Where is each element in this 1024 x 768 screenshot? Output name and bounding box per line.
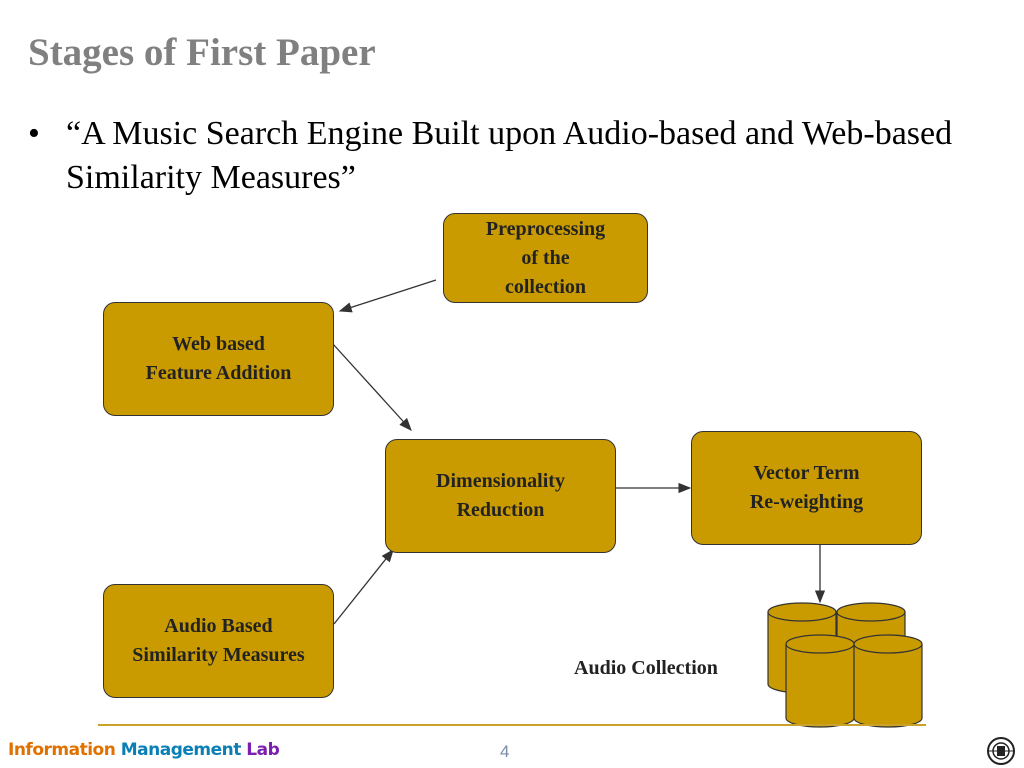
audio-collection-cylinders [767,602,923,728]
lab-word-3: Lab [246,740,280,760]
box-preprocessing: Preprocessing of the collection [443,213,648,303]
page-number: 4 [500,742,510,761]
bullet-marker: • [28,115,40,152]
box-vector-term-label: Vector Term Re-weighting [749,462,864,513]
box-preprocessing-label: Preprocessing of the collection [485,217,606,298]
footer-divider [98,724,926,726]
box-web-feature-label: Web based Feature Addition [145,333,292,384]
arrow-audio-to-dimensionality [333,548,394,625]
lab-word-2: Management [120,740,242,760]
paper-title-text: “A Music Search Engine Built upon Audio-… [66,115,953,196]
university-seal-icon [987,737,1015,765]
arrow-web-to-dimensionality [332,343,412,431]
cylinder-front-right [853,634,923,728]
box-vector-term-reweighting: Vector Term Re-weighting [691,431,922,545]
lab-logo-text: Information Management Lab [8,740,280,760]
box-dimensionality-label: Dimensionality Reduction [436,470,565,521]
box-web-feature-addition: Web based Feature Addition [103,302,334,416]
box-audio-similarity-label: Audio Based Similarity Measures [132,615,305,666]
cylinder-front-left [785,634,855,728]
box-dimensionality-reduction: Dimensionality Reduction [385,439,616,553]
box-audio-similarity: Audio Based Similarity Measures [103,584,334,698]
audio-collection-label: Audio Collection [574,657,718,679]
slide-title: Stages of First Paper [28,31,376,74]
arrow-preprocessing-to-web [338,279,437,313]
lab-word-1: Information [8,740,116,760]
